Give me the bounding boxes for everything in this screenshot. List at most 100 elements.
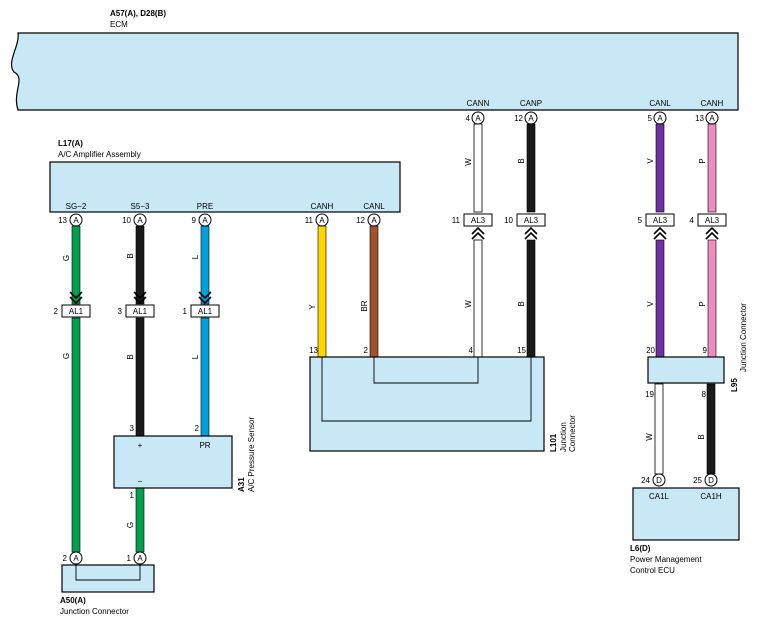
- wire-label-b-3: B: [517, 158, 526, 163]
- ecm-signal-canl: CANL: [649, 99, 671, 108]
- l6-pin-letter-25: D: [708, 476, 714, 485]
- amp-pin-circle-canh: [315, 213, 329, 227]
- l6-box: [632, 487, 740, 541]
- al3-v-label: AL3: [653, 216, 668, 225]
- ecm-pin-num-canp: 12: [514, 114, 523, 123]
- al3-w-connector: [463, 213, 493, 227]
- ecm-pin-circle-canl: [653, 111, 667, 125]
- wire-w-l95: [654, 383, 664, 475]
- al1-b-label: AL1: [133, 307, 148, 316]
- wire-p-upper: [707, 123, 717, 213]
- wire-w-upper: [473, 123, 483, 213]
- l6-name-1: Power Management: [630, 555, 702, 564]
- amp-pin-circle-pre: [198, 213, 212, 227]
- amp-signal-canh: CANH: [311, 202, 334, 211]
- amp-pin-circle-canl: [367, 213, 381, 227]
- wire-label-l-2: L: [191, 354, 200, 359]
- a50-pin-num-2: 2: [63, 554, 68, 563]
- l101-bus-canp: [321, 357, 532, 422]
- sensor-pin-1: 1: [130, 491, 135, 500]
- l101-pin-4: 4: [469, 346, 474, 355]
- wire-b-canp-lower: [526, 239, 536, 359]
- l101-pin-13: 13: [309, 346, 318, 355]
- wire-b-upper: [135, 225, 145, 305]
- wire-label-b-5: B: [697, 434, 706, 439]
- al3-p-connector: [697, 213, 727, 227]
- amp-pin-letter-canh: A: [319, 216, 325, 225]
- al3-w-pin: 11: [452, 216, 461, 225]
- amp-pin-letter-pre: A: [202, 216, 208, 225]
- wire-b-canp-upper: [526, 123, 536, 213]
- a50-code: A50(A): [60, 596, 86, 605]
- ecm-pin-num-canl: 5: [648, 114, 653, 123]
- wire-p-lower: [707, 239, 717, 359]
- a50-pin-letter-2: A: [73, 554, 79, 563]
- al3-b-label: AL3: [524, 216, 539, 225]
- amp-signal-canl: CANL: [363, 202, 385, 211]
- al3-p-pin: 4: [690, 216, 695, 225]
- ecm-signal-canp: CANP: [520, 99, 542, 108]
- amp-pin-letter-s53: A: [137, 216, 143, 225]
- l95-name: Junction Connector: [739, 303, 748, 372]
- l6-pin-circle-25: [704, 473, 718, 487]
- amp-pin-num-pre: 9: [192, 216, 197, 225]
- al3-p-chevron-2: [705, 231, 719, 240]
- wire-label-g-2: G: [62, 353, 71, 359]
- al3-b-pin: 10: [504, 216, 513, 225]
- ecm-pin-num-canh: 13: [695, 114, 704, 123]
- amp-pin-num-canh: 11: [305, 216, 314, 225]
- l6-pin-circle-24: [652, 473, 666, 487]
- ecm-pin-circle-canp: [524, 111, 538, 125]
- amp-pin-letter-sg2: A: [73, 216, 79, 225]
- al3-b-connector: [516, 213, 546, 227]
- l95-code: L95: [730, 378, 739, 392]
- al1-l-label: AL1: [198, 307, 213, 316]
- al1-g-chevron-2: [69, 296, 83, 305]
- al1-l-chevron-2: [198, 296, 212, 305]
- wire-label-w-2: W: [464, 300, 473, 308]
- ecm-pin-letter-canl: A: [657, 114, 663, 123]
- wire-label-p-1: P: [698, 158, 707, 163]
- al1-l-pin: 1: [183, 307, 188, 316]
- a50-bus: [75, 565, 141, 581]
- wire-b-l95: [706, 383, 716, 475]
- ecm-pin-letter-canh: A: [709, 114, 715, 123]
- a50-name: Junction Connector: [60, 607, 129, 616]
- wire-b-lower: [135, 317, 145, 437]
- wire-label-w-1: W: [464, 158, 473, 166]
- wire-label-g-3: G: [126, 522, 135, 528]
- al1-g-pin: 2: [54, 307, 59, 316]
- al1-b-connector: [125, 304, 155, 318]
- sensor-name: A/C Pressure Sensor: [247, 417, 256, 492]
- l101-pin-2: 2: [364, 346, 369, 355]
- wire-label-w-3: W: [645, 433, 654, 441]
- al1-g-connector: [61, 304, 91, 318]
- wire-g-sensor: [135, 487, 145, 553]
- wire-w-lower: [473, 239, 483, 359]
- l101-box: [309, 356, 545, 452]
- wire-label-b-1: B: [126, 253, 135, 258]
- sensor-minus: −: [138, 477, 143, 486]
- wire-label-v-2: V: [646, 301, 655, 307]
- wire-label-br: BR: [360, 300, 369, 311]
- al3-b-chevron-2: [524, 231, 538, 240]
- ecm-pin-circle-canh: [705, 111, 719, 125]
- wire-v-lower: [655, 239, 665, 359]
- al1-b-chevron-2: [133, 296, 147, 305]
- al3-w-label: AL3: [471, 216, 486, 225]
- al3-w-chevron-2: [471, 231, 485, 240]
- sensor-plus: +: [138, 441, 143, 450]
- l101-name-2: Connector: [568, 415, 577, 452]
- ecm-name: ECM: [110, 20, 128, 29]
- wire-label-l-1: L: [191, 254, 200, 259]
- l6-signal-ca1l: CA1L: [649, 492, 670, 501]
- amp-code: L17(A): [58, 139, 83, 148]
- al1-g-chevron-1: [69, 291, 83, 300]
- amp-box: [49, 161, 401, 213]
- l95-box: [647, 356, 725, 384]
- sensor-code: A31: [237, 477, 246, 492]
- al1-l-chevron-1: [198, 291, 212, 300]
- wire-l-upper: [200, 225, 210, 305]
- amp-pin-circle-sg2: [69, 213, 83, 227]
- l95-pin-19: 19: [645, 390, 654, 399]
